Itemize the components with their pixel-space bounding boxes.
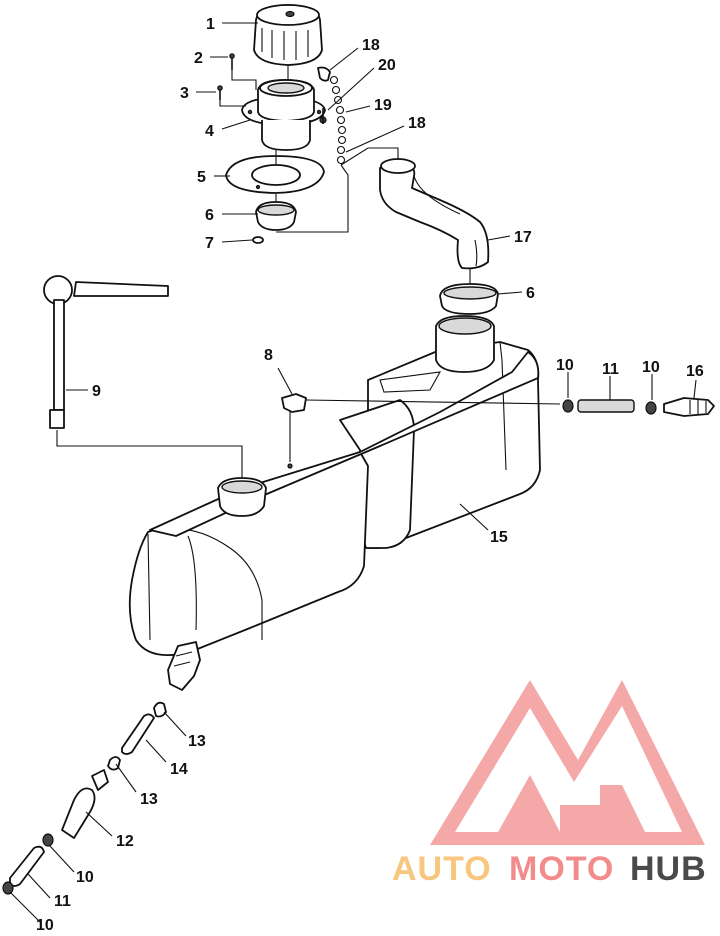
watermark-logo	[430, 680, 705, 845]
part-vent-line-assembly	[562, 397, 715, 417]
callout-18-lower: 18	[408, 115, 426, 132]
callout-6-upper: 6	[205, 207, 214, 224]
callout-10-vent-left: 10	[556, 357, 574, 374]
part-vent-fitting	[281, 393, 561, 413]
part-dipstick	[43, 275, 243, 480]
part-washer-7	[252, 236, 264, 244]
callout-16: 16	[686, 363, 704, 380]
callout-13-upper: 13	[188, 733, 206, 750]
callout-3: 3	[180, 85, 189, 102]
callout-6-lower: 6	[526, 285, 535, 302]
part-tether-chain	[276, 66, 349, 233]
leader-lines	[9, 22, 697, 923]
callout-4: 4	[205, 123, 214, 140]
callout-20: 20	[378, 57, 396, 74]
callout-2: 2	[194, 50, 203, 67]
part-fuel-tank	[128, 315, 541, 656]
callout-13-lower: 13	[140, 791, 158, 808]
callout-5: 5	[197, 169, 206, 186]
callout-labels: 1 2 3 4 5 6 7 18 20 19 18 17 6 9 8 10 11…	[36, 16, 704, 934]
callout-10-end: 10	[36, 917, 54, 931]
callout-8: 8	[264, 347, 273, 364]
watermark-auto: AUTO	[392, 850, 492, 888]
part-gasket	[225, 155, 325, 194]
callout-9: 9	[92, 383, 101, 400]
callout-7: 7	[205, 235, 214, 252]
part-fuel-cap	[253, 4, 323, 66]
part-screw-2	[229, 53, 257, 90]
callout-17: 17	[514, 229, 532, 246]
part-filler-neck	[241, 79, 326, 151]
callout-15: 15	[490, 529, 508, 546]
callout-11-vent: 11	[602, 361, 619, 378]
callout-10-outlet: 10	[76, 869, 94, 886]
callout-11-outlet: 11	[54, 893, 71, 910]
watermark-text: AUTO MOTO HUB	[392, 850, 707, 888]
part-screw-3	[217, 85, 246, 107]
callout-19: 19	[374, 97, 392, 114]
watermark-moto: MOTO	[509, 850, 614, 888]
part-ring-lower	[439, 283, 499, 315]
part-outlet-assembly	[2, 641, 201, 895]
callout-18-upper: 18	[362, 37, 380, 54]
callout-10-vent-right: 10	[642, 359, 660, 376]
part-filler-hose	[340, 147, 490, 270]
part-ring-upper	[255, 201, 297, 231]
callout-14: 14	[170, 761, 188, 778]
callout-1: 1	[206, 16, 215, 33]
callout-12: 12	[116, 833, 134, 850]
watermark-hub: HUB	[630, 850, 707, 888]
